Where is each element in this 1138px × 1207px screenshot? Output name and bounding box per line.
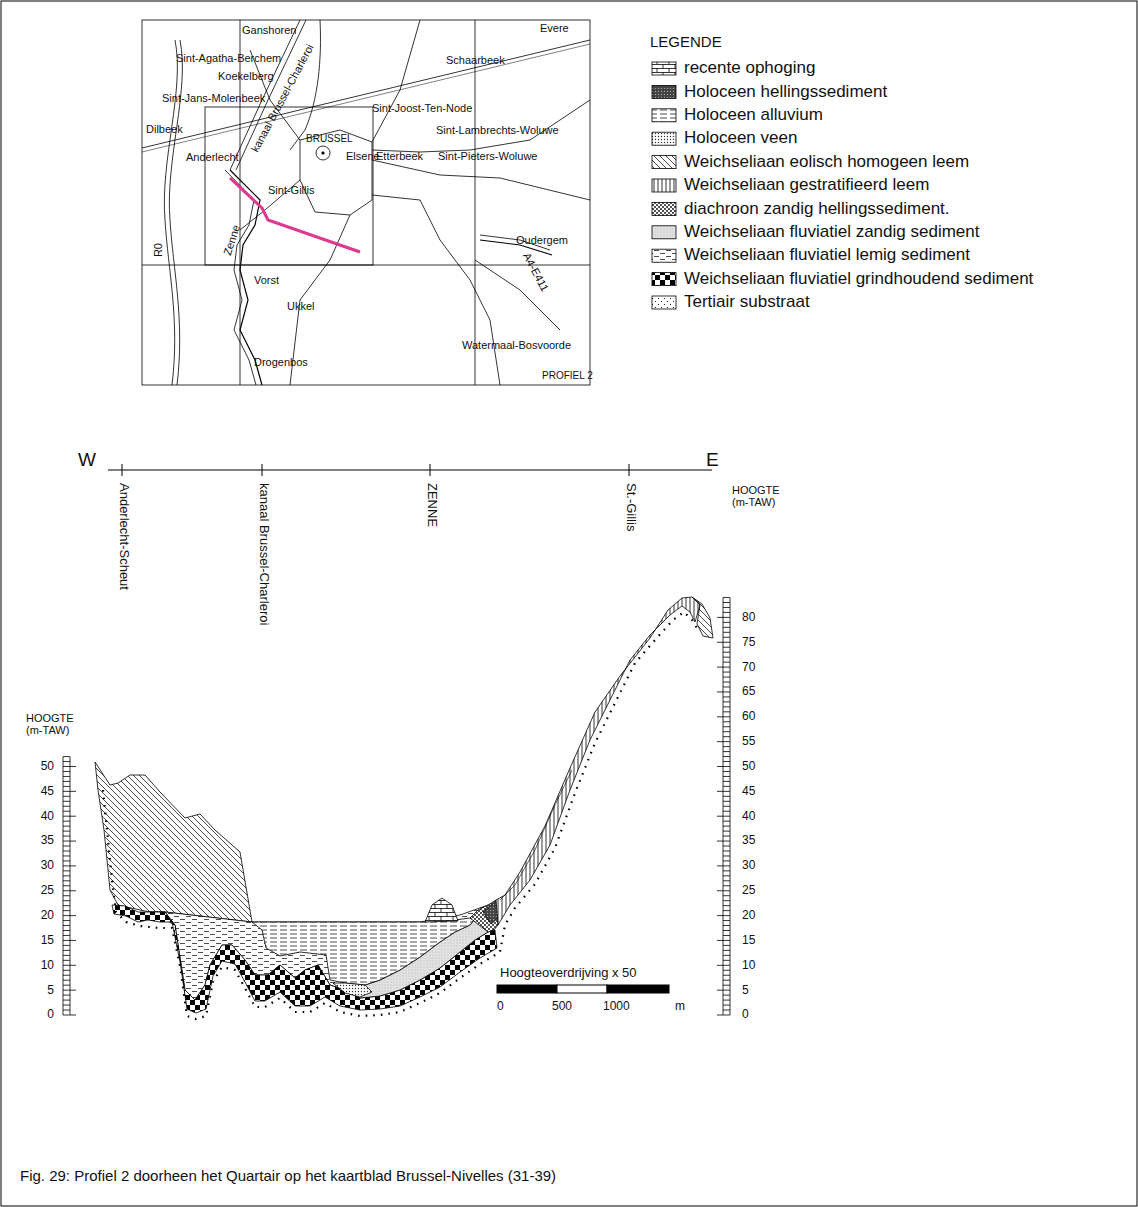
place-name: Dilbeek: [146, 123, 183, 135]
location-map: [142, 20, 590, 385]
legend-text: Weichseliaan fluviatiel grindhoudend sed…: [684, 270, 1033, 289]
legend-swatch: [652, 296, 676, 309]
legend-swatch: [652, 156, 676, 169]
axis-number: 5: [47, 984, 54, 997]
height-ruler: [63, 598, 730, 1015]
legend-swatch: [652, 273, 676, 286]
place-name: Sint-Agatha-Berchem: [176, 52, 281, 64]
legend-swatch: [652, 85, 676, 98]
scale-number: 0: [497, 1000, 504, 1013]
legend-text: Holoceen hellingssediment: [684, 83, 887, 102]
scale-bar: [497, 985, 669, 993]
axis-number: 0: [742, 1008, 749, 1021]
place-name: Sint-Gillis: [268, 184, 314, 196]
legend-swatch: [652, 202, 676, 215]
axis-number: 35: [742, 834, 755, 847]
legend-swatch: [652, 179, 676, 192]
axis-number: 75: [742, 636, 755, 649]
place-name: Oudergem: [516, 234, 568, 246]
place-name: Ganshoren: [242, 24, 296, 36]
axis-number: 50: [742, 760, 755, 773]
place-name: Anderlecht: [186, 151, 239, 163]
axis-number: 20: [41, 909, 54, 922]
legend-text: recente ophoging: [684, 59, 815, 78]
axis-number: 0: [47, 1008, 54, 1021]
axis-number: 15: [742, 934, 755, 947]
place-name: Vorst: [254, 274, 279, 286]
cross-section: [95, 597, 713, 1013]
map-title: PROFIEL 2: [542, 370, 593, 381]
place-name: Watermaal-Bosvoorde: [462, 339, 571, 351]
figure-caption: Fig. 29: Profiel 2 doorheen het Quartair…: [20, 1168, 556, 1185]
place-name: Sint-Jans-Molenbeek: [162, 92, 265, 104]
axis-number: 5: [742, 984, 749, 997]
place-name: Sint-Lambrechts-Woluwe: [436, 124, 559, 136]
place-name: Ukkel: [287, 300, 315, 312]
place-name: Koekelberg: [218, 70, 274, 82]
legend-swatches: [652, 62, 676, 309]
place-name: Schaarbeek: [446, 54, 505, 66]
legend-swatch: [652, 62, 676, 75]
legend-swatch: [652, 249, 676, 262]
axis-number: 45: [41, 785, 54, 798]
axis-number: 55: [742, 735, 755, 748]
place-name: R0: [152, 243, 164, 257]
axis-number: 10: [41, 959, 54, 972]
legend-title: LEGENDE: [650, 34, 722, 51]
axis-number: 15: [41, 934, 54, 947]
scale-number: 500: [552, 1000, 572, 1013]
legend-swatch: [652, 132, 676, 145]
axis-number: 25: [41, 884, 54, 897]
legend-text: Weichseliaan eolisch homogeen leem: [684, 153, 969, 172]
scale-unit: m: [675, 1000, 685, 1013]
legend-swatch: [652, 109, 676, 122]
axis-number: 35: [41, 834, 54, 847]
legend-text: Weichseliaan fluviatiel zandig sediment: [684, 223, 979, 242]
axis-number: 60: [742, 710, 755, 723]
profile-axis: [108, 464, 712, 476]
axis-title: HOOGTE (m-TAW): [732, 484, 792, 508]
legend-text: Holoceen veen: [684, 129, 797, 148]
direction-label: W: [78, 450, 96, 471]
axis-number: 80: [742, 611, 755, 624]
axis-number: 25: [742, 884, 755, 897]
profile-mark: Anderlecht-Scheut: [117, 483, 131, 590]
axis-number: 30: [742, 859, 755, 872]
place-name: Sint-Joost-Ten-Node: [372, 102, 472, 114]
axis-number: 65: [742, 685, 755, 698]
scale-title: Hoogteoverdrijving x 50: [500, 966, 637, 980]
place-name: Zenne: [221, 223, 242, 256]
place-name: BRUSSEL: [306, 133, 353, 144]
scale-number: 1000: [603, 1000, 630, 1013]
place-name: Etterbeek: [376, 150, 423, 162]
axis-number: 70: [742, 661, 755, 674]
legend-text: Weichseliaan gestratifieerd leem: [684, 176, 929, 195]
axis-number: 45: [742, 785, 755, 798]
legend-text: Holoceen alluvium: [684, 106, 823, 125]
axis-title: HOOGTE (m-TAW): [26, 712, 86, 736]
place-name: A4-E411: [521, 251, 551, 294]
axis-number: 10: [742, 959, 755, 972]
profile-mark: ZENNE: [425, 483, 439, 527]
legend-swatch: [652, 226, 676, 239]
place-name: Drogenbos: [254, 356, 308, 368]
legend-text: diachroon zandig hellingssediment.: [684, 200, 950, 219]
axis-number: 30: [41, 859, 54, 872]
place-name: Sint-Pieters-Woluwe: [438, 150, 537, 162]
profile-mark: kanaal Brussel-Charleroi: [257, 483, 271, 625]
place-name: Elsene: [346, 150, 380, 162]
axis-number: 20: [742, 909, 755, 922]
axis-number: 40: [41, 810, 54, 823]
place-name: Evere: [540, 22, 569, 34]
legend-text: Tertiair substraat: [684, 293, 810, 312]
axis-number: 40: [742, 810, 755, 823]
profile-mark: St.-Gillis: [624, 483, 638, 531]
profile-trace: [230, 178, 360, 252]
axis-number: 50: [41, 760, 54, 773]
direction-label: E: [706, 450, 719, 471]
legend-text: Weichseliaan fluviatiel lemig sediment: [684, 246, 970, 265]
substrate-marks: [103, 612, 697, 1019]
